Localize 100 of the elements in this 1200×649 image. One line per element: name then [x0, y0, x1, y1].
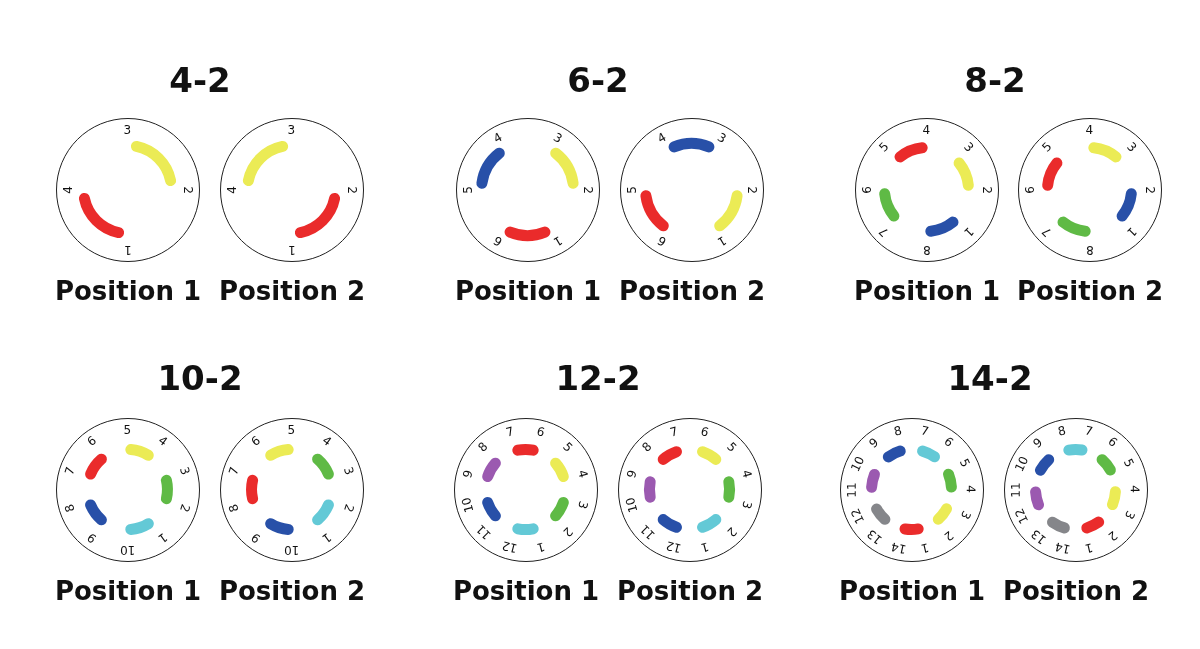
port-number: 1 [287, 243, 296, 256]
port-number: 11 [637, 522, 657, 542]
position-caption: Position 1 [454, 276, 602, 306]
port-number: 12 [1012, 506, 1031, 526]
port-number: 7 [227, 465, 242, 477]
port-number: 6 [249, 433, 263, 449]
port-number: 11 [845, 482, 858, 498]
port-number: 2 [1143, 185, 1156, 194]
port-number: 10 [284, 543, 300, 556]
port-number: 6 [1105, 435, 1120, 450]
port-number: 9 [85, 530, 99, 546]
port-number: 8 [475, 440, 490, 454]
port-number: 4 [655, 130, 668, 145]
port-number: 10 [848, 454, 867, 474]
port-number: 3 [740, 499, 755, 511]
port-number: 2 [181, 185, 194, 194]
port-number: 6 [941, 435, 956, 450]
port-number: 5 [560, 440, 575, 454]
valve-title: 14-2 [947, 358, 1033, 398]
port-number: 6 [85, 433, 99, 449]
port-number: 5 [1039, 140, 1054, 154]
port-number: 5 [958, 457, 973, 470]
port-number: 4 [225, 185, 238, 194]
port-number: 3 [576, 499, 591, 511]
port-number: 14 [1053, 540, 1072, 556]
port-number: 3 [177, 465, 192, 477]
port-number: 8 [892, 424, 903, 438]
port-number: 1 [551, 234, 564, 249]
port-number: 2 [980, 185, 993, 194]
port-number: 9 [624, 468, 639, 480]
port-number: 7 [876, 225, 891, 239]
port-number: 3 [551, 130, 564, 145]
position-caption: Position 1 [853, 276, 1001, 306]
port-number: 5 [287, 423, 296, 436]
port-number: 8 [227, 502, 242, 514]
port-number: 9 [1031, 435, 1045, 450]
port-number: 4 [1129, 485, 1142, 494]
valve-title: 8-2 [964, 60, 1026, 100]
port-number: 6 [1023, 185, 1036, 194]
port-number: 3 [961, 140, 976, 154]
port-number: 2 [345, 185, 358, 194]
port-number: 10 [459, 496, 476, 514]
port-number: 3 [287, 123, 296, 136]
valve-title: 6-2 [567, 60, 629, 100]
port-number: 8 [639, 440, 654, 454]
port-number: 2 [745, 185, 758, 194]
position-caption: Position 1 [54, 276, 202, 306]
port-number: 6 [860, 185, 873, 194]
port-number: 1 [715, 234, 728, 249]
port-number: 11 [473, 522, 493, 542]
port-number: 4 [155, 433, 170, 449]
position-caption: Position 1 [54, 576, 202, 606]
port-number: 6 [655, 234, 668, 249]
port-number: 1 [1083, 541, 1094, 555]
port-number: 1 [155, 530, 170, 546]
valve-title: 12-2 [555, 358, 641, 398]
position-caption: Position 2 [616, 576, 764, 606]
port-number: 2 [942, 529, 956, 544]
port-number: 10 [623, 496, 640, 514]
port-number: 13 [864, 527, 885, 546]
port-number: 3 [715, 130, 728, 145]
port-number: 2 [560, 525, 575, 539]
port-number: 1 [319, 530, 334, 546]
port-number: 5 [123, 423, 132, 436]
port-number: 8 [63, 502, 78, 514]
port-number: 2 [1106, 529, 1120, 544]
port-number: 5 [876, 140, 891, 154]
position-caption: Position 1 [838, 576, 986, 606]
port-number: 13 [1028, 527, 1049, 546]
position-caption: Position 2 [218, 276, 366, 306]
port-number: 3 [341, 465, 356, 477]
port-number: 5 [461, 185, 474, 194]
port-number: 10 [120, 543, 136, 556]
port-number: 7 [63, 465, 78, 477]
port-number: 4 [576, 468, 591, 480]
port-number: 4 [740, 468, 755, 480]
port-number: 8 [922, 243, 931, 256]
port-number: 2 [724, 525, 739, 539]
valve-title: 4-2 [169, 60, 231, 100]
port-number: 7 [1039, 225, 1054, 239]
port-number: 5 [724, 440, 739, 454]
port-number: 7 [919, 424, 930, 438]
port-number: 2 [581, 185, 594, 194]
port-number: 5 [625, 185, 638, 194]
port-number: 7 [1083, 424, 1094, 438]
port-number: 6 [491, 234, 504, 249]
position-caption: Position 2 [618, 276, 766, 306]
port-number: 9 [249, 530, 263, 546]
position-caption: Position 2 [1016, 276, 1164, 306]
port-number: 9 [867, 435, 881, 450]
port-number: 1 [699, 540, 711, 555]
port-number: 1 [123, 243, 132, 256]
port-number: 4 [1085, 123, 1094, 136]
port-number: 3 [1124, 140, 1139, 154]
position-caption: Position 2 [218, 576, 366, 606]
port-number: 8 [1056, 424, 1067, 438]
position-caption: Position 1 [452, 576, 600, 606]
port-number: 10 [1012, 454, 1031, 474]
port-number: 9 [460, 468, 475, 480]
port-number: 12 [665, 539, 684, 556]
